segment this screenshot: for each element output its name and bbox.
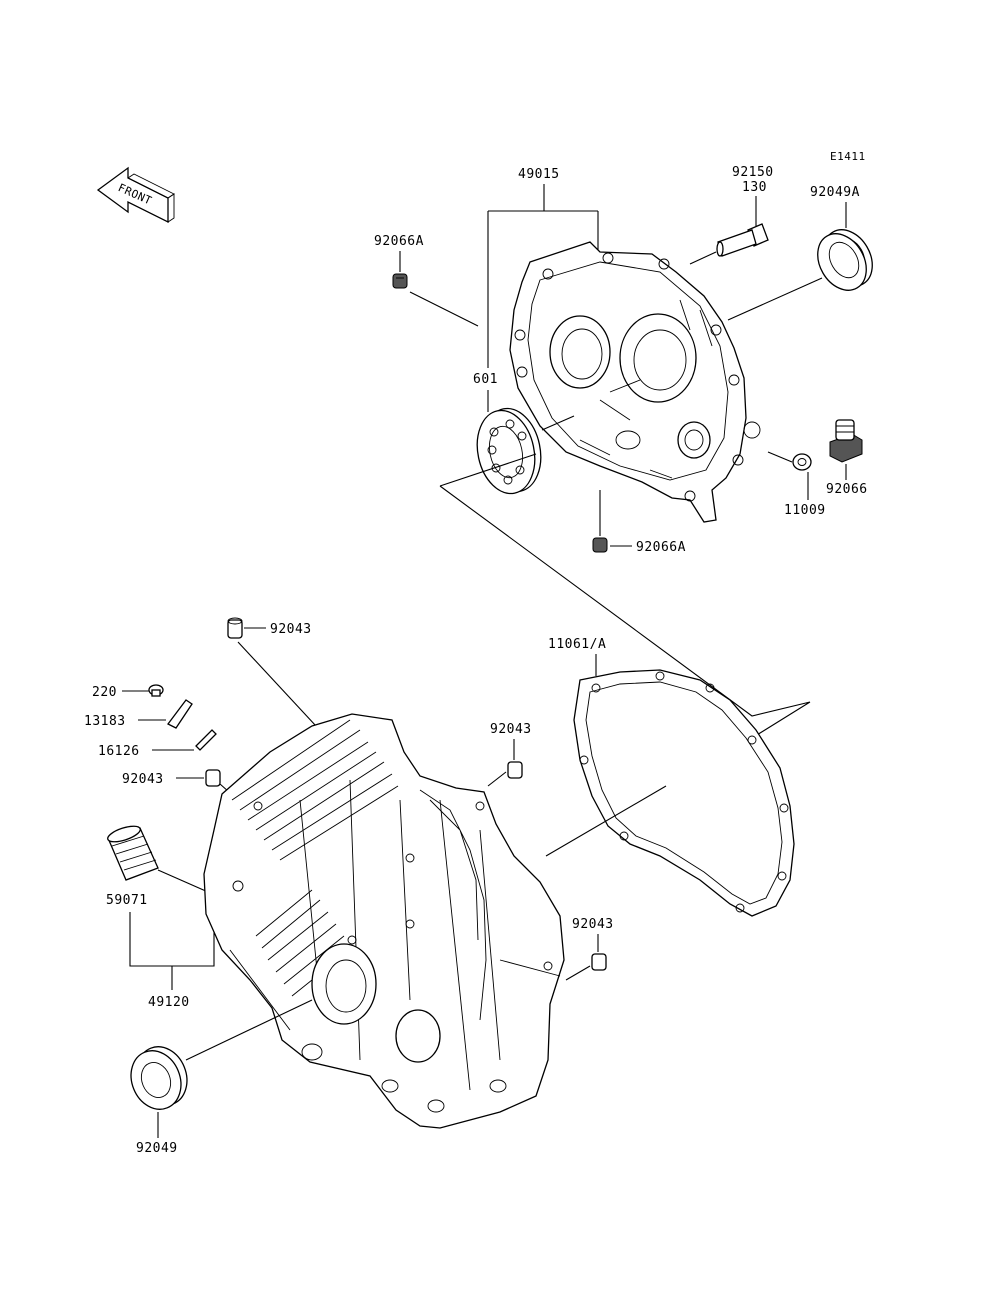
label-49120: 49120 <box>148 995 190 1010</box>
oil-seal-92049 <box>130 1046 188 1110</box>
label-92043-top: 92043 <box>270 622 312 637</box>
drain-plug-92066 <box>829 419 863 463</box>
bearing-601 <box>476 407 542 495</box>
washer-11009 <box>792 453 812 471</box>
label-11009: 11009 <box>784 503 826 518</box>
crankcase-cover <box>509 241 761 523</box>
label-92066: 92066 <box>826 482 868 497</box>
oil-seal-92049A <box>817 229 873 291</box>
label-59071: 59071 <box>106 893 148 908</box>
label-92049A: 92049A <box>810 185 860 200</box>
label-13183: 13183 <box>84 714 126 729</box>
label-49015: 49015 <box>518 167 560 182</box>
breather-59071 <box>107 825 159 881</box>
label-130: 130 <box>742 180 767 195</box>
label-92043-mid: 92043 <box>490 722 532 737</box>
dowel-92043-left <box>205 769 221 787</box>
crankcase-body <box>203 713 565 1129</box>
label-16126: 16126 <box>98 744 140 759</box>
label-92043-right: 92043 <box>572 917 614 932</box>
assembly-line-cover <box>439 453 811 739</box>
plug-92066A-top <box>392 273 408 289</box>
label-92043-left: 92043 <box>122 772 164 787</box>
front-arrow-icon: FRONT <box>96 166 175 224</box>
label-92066A-top: 92066A <box>374 234 424 249</box>
diagram-code: E1411 <box>830 150 866 163</box>
label-601: 601 <box>473 372 498 387</box>
screw-220 <box>148 684 164 697</box>
gasket-11061A <box>573 669 795 917</box>
dowel-92043-mid <box>507 761 523 779</box>
label-92066A-bottom: 92066A <box>636 540 686 555</box>
label-92150: 92150 <box>732 165 774 180</box>
bracket-49015 <box>487 184 599 368</box>
dowel-92043-right <box>591 953 607 971</box>
plate-13183 <box>167 699 193 729</box>
label-220: 220 <box>92 685 117 700</box>
label-11061A: 11061/A <box>548 637 606 652</box>
bracket-49120 <box>129 912 215 990</box>
plug-92066A-bottom <box>592 537 608 553</box>
label-92049: 92049 <box>136 1141 178 1156</box>
clip-16126 <box>195 729 217 751</box>
dowel-92043-top <box>227 617 243 639</box>
bolt-92150 <box>716 223 769 257</box>
